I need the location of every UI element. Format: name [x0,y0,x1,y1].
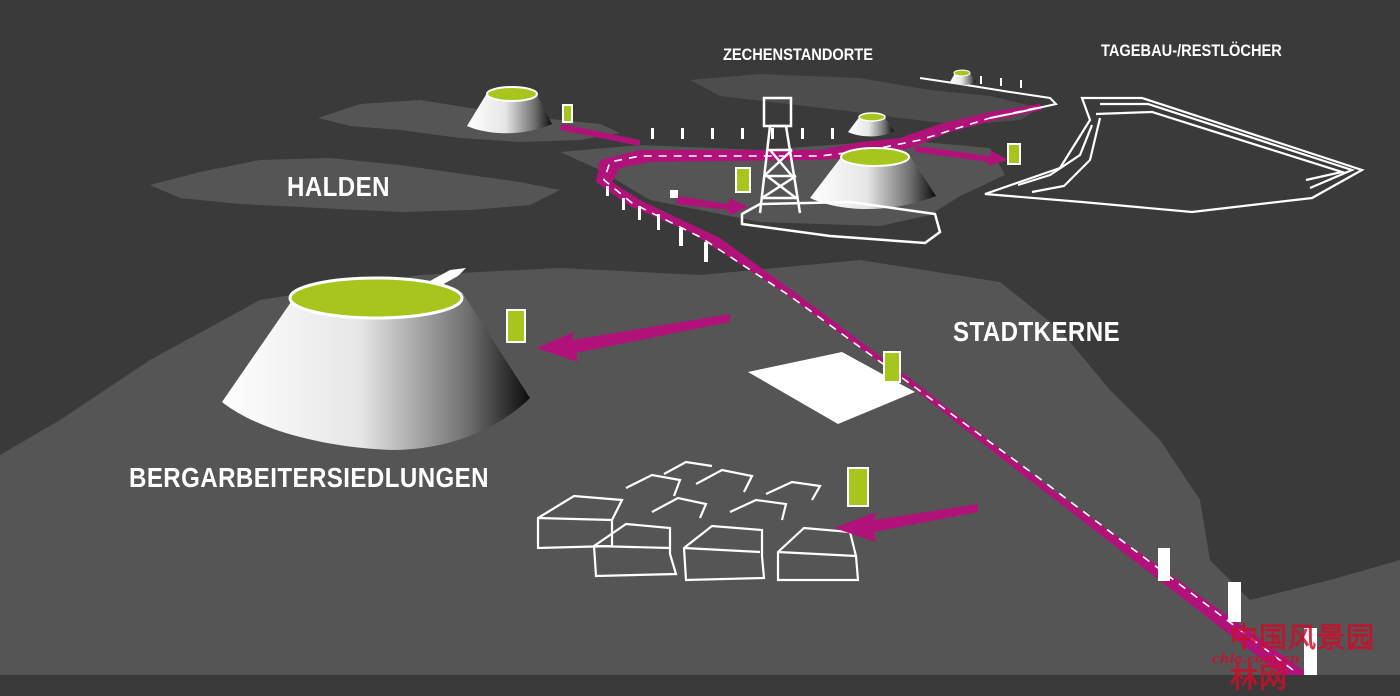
signs [506,104,1021,507]
tagebau-step1 [1100,102,1356,190]
road-marker [657,214,660,230]
tagebau-step4 [1031,117,1102,194]
label-zechenstandorte: ZECHENSTANDORTE [723,45,874,64]
label-halden: HALDEN [287,171,390,202]
arrow-to-halde [536,314,730,362]
arrow-top-left [560,124,640,146]
watermark-logo: 中国风景园林网 chla.com.cn [1198,616,1393,694]
arrow-to-zeche [676,196,748,215]
halde-top-top [486,86,538,102]
halde-far [950,69,976,85]
zeche-platform [740,200,942,245]
road-marker [622,198,625,210]
tagebau-step2 [1095,110,1347,182]
sign-halde [506,309,526,343]
road-marker [681,128,684,139]
settlement-houses [536,460,860,582]
sign-tagebau [1007,143,1021,165]
road-marker [711,128,714,139]
halde-middle [810,147,936,209]
road-marker [980,76,982,84]
terrain-topright [690,74,1040,125]
label-stadtkerne: STADTKERNE [953,316,1121,347]
house [536,494,624,550]
house [729,498,788,521]
road-marker [651,128,654,139]
arrows [536,124,1008,542]
terrain-top [318,100,620,142]
house [625,473,682,497]
road-marker [771,128,774,139]
road-marker [1304,628,1317,675]
road-marker [801,128,804,139]
small-marker [670,190,678,198]
halde-small-cone [848,116,894,137]
halde-large-top [288,276,464,320]
halde-large-ramp [430,268,466,286]
road-marker [606,186,609,196]
sign-stadtkern [883,351,901,383]
house [682,524,766,582]
label-bergarbeitersiedlungen: BERGARBEITERSIEDLUNGEN [129,462,489,493]
halde-far-cone [950,73,976,85]
halde-small [848,112,894,137]
house [592,522,678,578]
halde-middle-cone [810,156,936,209]
road-marker [638,206,641,220]
terrain-left [150,158,560,212]
road-marker [1228,582,1241,622]
stadtkern-parcel [748,352,915,424]
road-marker [1020,80,1022,88]
sign-zeche [735,167,751,193]
halde-far-top [953,69,971,77]
halde-top-cone [467,93,552,134]
house [765,480,822,501]
halde-middle-top [840,147,910,167]
house [663,460,713,475]
road-marker [831,128,834,139]
diagram-stage: HALDEN BERGARBEITERSIEDLUNGEN STADTKERNE… [0,41,1400,694]
watermark-url: chla.com.cn [1212,652,1300,667]
house [695,468,754,493]
road-markers [606,76,1317,675]
halde-large-cone [222,292,530,450]
house [776,526,860,582]
tagebau-outer [984,96,1365,214]
house [651,496,708,519]
sign-halde-top [562,104,573,123]
landscape-diagram [0,69,1400,675]
zeche-tower [740,96,942,245]
tagebau-step3 [1017,124,1094,187]
road-marker [679,228,683,246]
label-tagebau: TAGEBAU-/RESTLÖCHER [1101,41,1282,60]
tagebau-pit [984,96,1365,214]
sign-settlement [847,467,869,507]
road-dash [603,106,1294,671]
halde-large [222,268,530,450]
road-marker [741,128,744,139]
road-marker [1158,548,1170,581]
halde-top [467,86,552,134]
road-marker [704,242,708,262]
halde-small-top [858,112,886,122]
road-marker [1000,78,1002,86]
arrow-to-settlement [834,504,978,542]
arrow-to-tagebau [914,146,1008,166]
zeche-frame [758,124,802,214]
main-road [596,104,1310,675]
